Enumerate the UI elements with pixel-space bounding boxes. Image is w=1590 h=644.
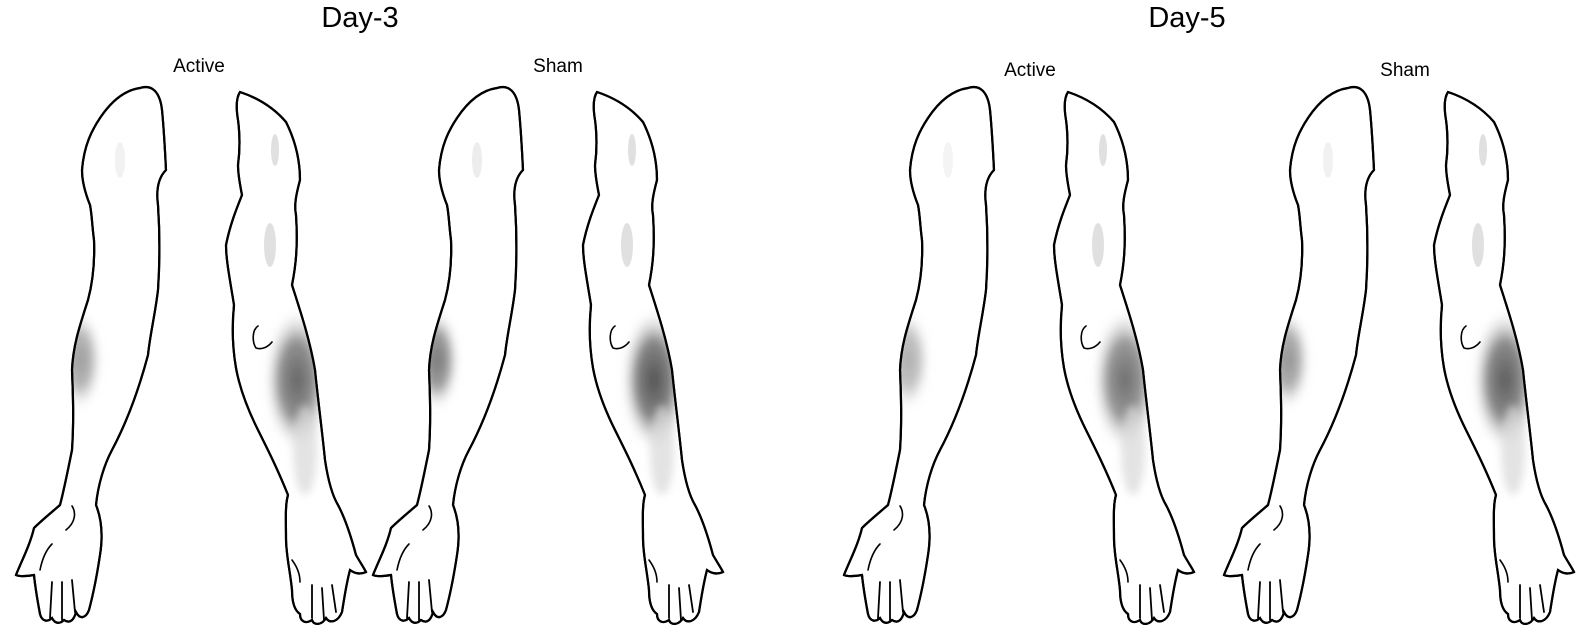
arm-sham-back [583, 92, 723, 624]
panel-day-3: Day-3 Active Sham [0, 0, 780, 644]
panel-day-5: Day-5 Active Sham [800, 0, 1590, 644]
arm-sham-back [1434, 92, 1574, 624]
arm-active-front [16, 87, 166, 623]
arm-sham-front [373, 87, 523, 623]
arm-active-front [844, 87, 994, 623]
arm-diagrams-day-5 [800, 0, 1590, 644]
arm-sham-front [1224, 87, 1374, 623]
arm-active-back [1054, 92, 1194, 624]
arm-diagrams-day-3 [0, 0, 780, 644]
arm-active-back [226, 92, 366, 624]
